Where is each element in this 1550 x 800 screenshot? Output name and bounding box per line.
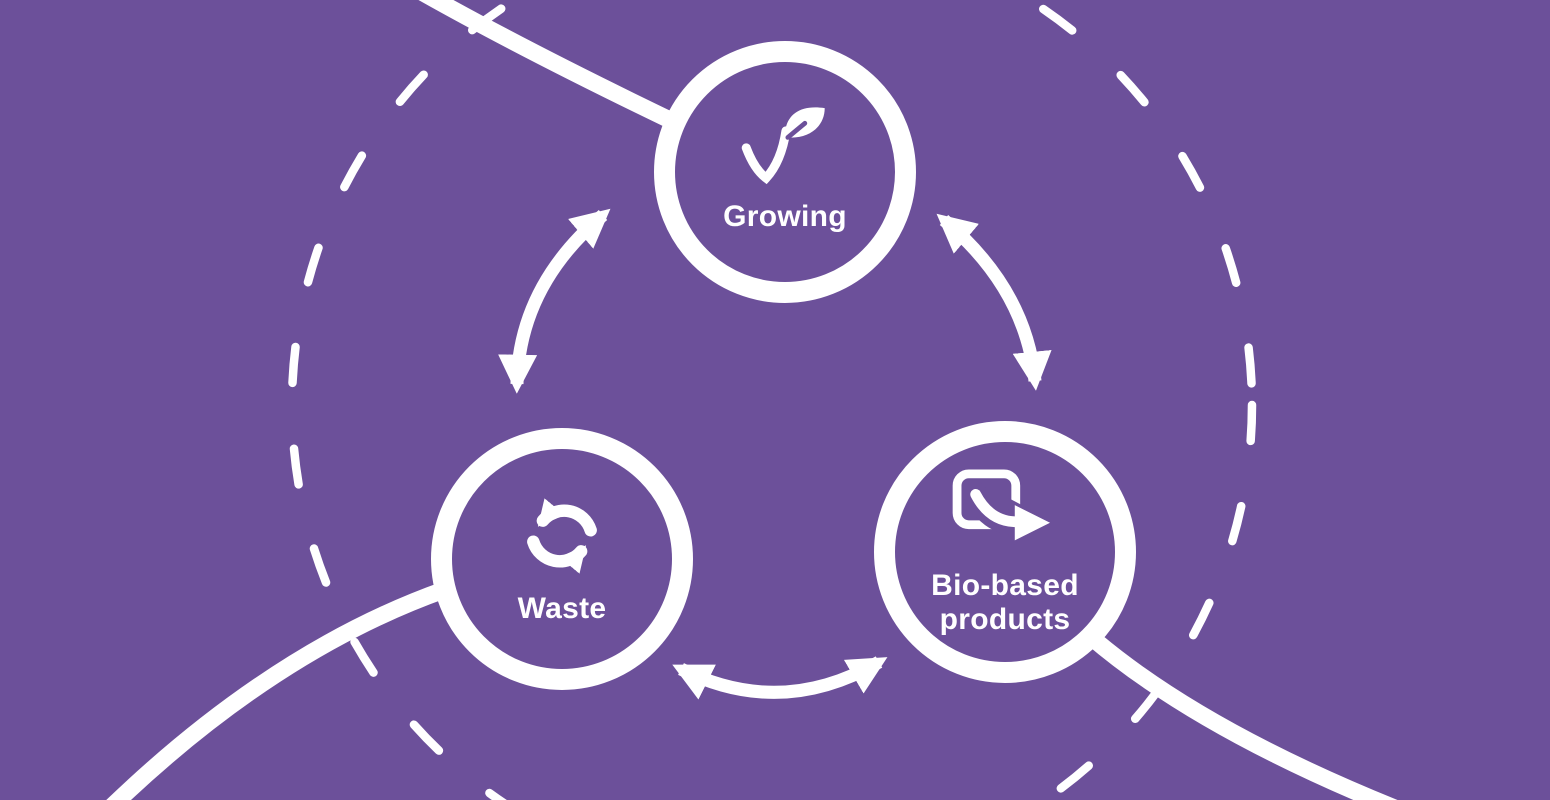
node-growing: Growing: [654, 41, 916, 303]
node-bio-label: Bio-based products: [931, 569, 1079, 636]
arrow-growing-waste: [498, 208, 611, 394]
node-growing-label: Growing: [723, 200, 847, 234]
node-growing-content: Growing: [723, 102, 847, 234]
flow-line-bottom-left: [106, 581, 447, 800]
arrow-growing-bio: [936, 213, 1052, 391]
node-waste-content: Waste: [514, 492, 610, 626]
dashed-orbit-circle: [287, 0, 1257, 800]
node-waste-label: Waste: [517, 592, 607, 626]
recycle-arrows-icon: [514, 492, 610, 580]
flow-line-top-left: [418, 0, 676, 129]
product-export-icon: [950, 467, 1060, 557]
node-bio-content: Bio-based products: [931, 467, 1079, 636]
sprout-icon: [733, 102, 837, 188]
node-waste: Waste: [431, 428, 693, 690]
arrow-waste-bio: [672, 656, 888, 700]
flow-line-bottom-right: [1084, 629, 1398, 800]
node-bio-based-products: Bio-based products: [874, 421, 1136, 683]
